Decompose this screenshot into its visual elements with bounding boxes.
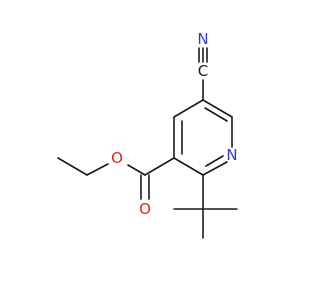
bond-n1-c2	[202, 161, 228, 176]
atom-cyano-nitrogen: N	[197, 30, 208, 48]
bond-ch2-ch3	[57, 157, 88, 176]
molecule-structure: C N N O O	[0, 0, 300, 300]
atom-ring-nitrogen: N	[226, 146, 237, 164]
atom-carbonyl-oxygen: O	[139, 200, 151, 218]
bond-c5-c6-double	[204, 107, 228, 122]
atom-cyano-carbon: C	[198, 62, 208, 80]
bond-c4-c5	[173, 99, 204, 118]
bond-c3-carbonyl	[144, 157, 175, 176]
bond-c5-c6	[202, 99, 233, 118]
bond-c2-c3	[173, 157, 204, 176]
bond-carbonyl-oester	[127, 164, 146, 176]
bond-n1-c2-double	[205, 155, 224, 167]
atom-ester-oxygen: O	[111, 149, 123, 167]
bond-oester-ch2	[86, 163, 109, 176]
canvas-background	[0, 0, 300, 300]
